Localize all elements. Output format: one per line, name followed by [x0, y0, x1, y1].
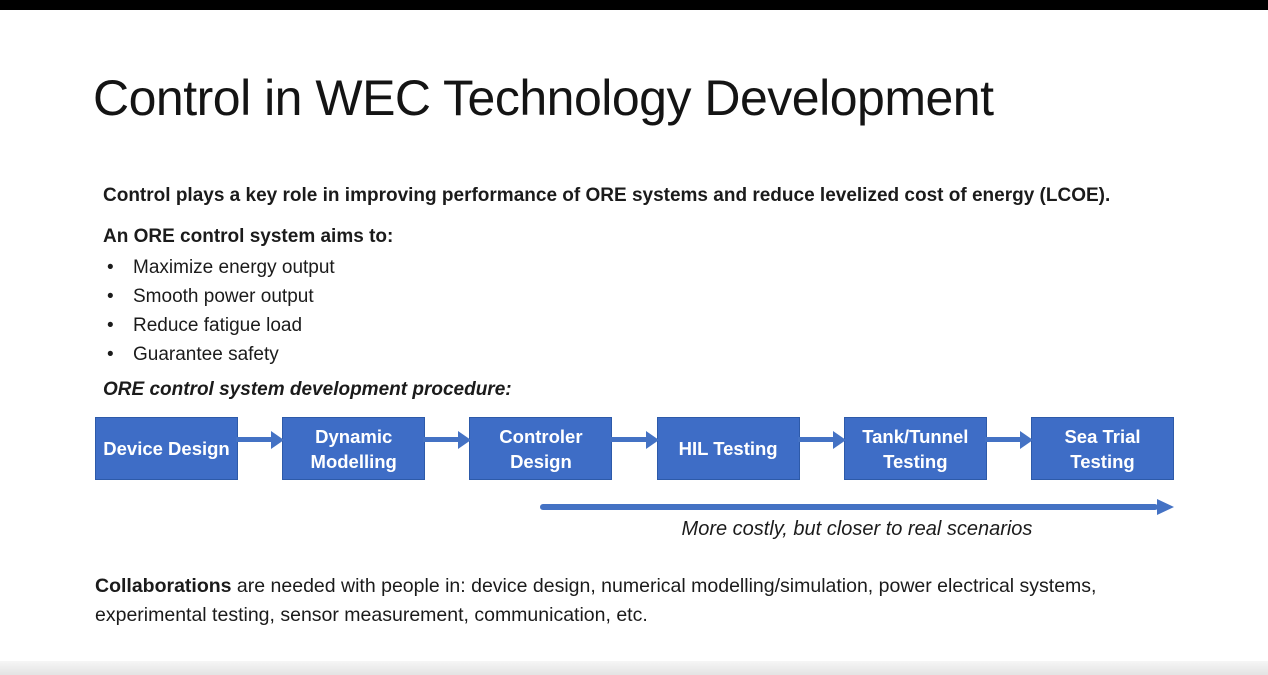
process-step-label: Dynamic Modelling [310, 425, 397, 472]
flow-arrow-icon [797, 417, 846, 480]
timeline-arrow-shaft [540, 504, 1158, 510]
player-bottom-bar [0, 661, 1268, 675]
process-step-label: Tank/Tunnel Testing [862, 425, 969, 472]
flow-arrow-icon [610, 417, 659, 480]
timeline-caption: More costly, but closer to real scenario… [681, 518, 1033, 540]
slide-title: Control in WEC Technology Development [93, 70, 994, 126]
process-step-box: Tank/Tunnel Testing [843, 417, 987, 480]
process-step-box: Dynamic Modelling [282, 417, 426, 480]
procedure-heading: ORE control system development procedure… [103, 379, 512, 400]
process-step-box: Sea Trial Testing [1031, 417, 1175, 480]
process-step-label: Sea Trial Testing [1064, 425, 1141, 472]
process-step-box: Device Design [95, 417, 238, 480]
collaboration-text: are needed with people in: device design… [95, 575, 1097, 626]
collaboration-paragraph: Collaborations are needed with people in… [95, 572, 1147, 630]
flow-arrow-icon [984, 417, 1034, 480]
flow-arrow-icon [423, 417, 472, 480]
aim-bullet-item: Reduce fatigue load [100, 311, 335, 340]
aim-bullet-item: Smooth power output [100, 282, 335, 311]
timeline-arrow-head [1157, 499, 1174, 515]
cost-timeline-arrow-icon [540, 499, 1174, 515]
intro-statement: Control plays a key role in improving pe… [103, 185, 1111, 206]
process-step-box: Controler Design [469, 417, 613, 480]
process-step-box: HIL Testing [656, 417, 800, 480]
process-step-label: Controler Design [499, 425, 583, 472]
collaboration-keyword: Collaborations [95, 575, 232, 597]
letterbox-top-bar [0, 0, 1268, 10]
aims-heading: An ORE control system aims to: [103, 226, 394, 247]
aim-bullet-item: Guarantee safety [100, 340, 335, 369]
development-procedure-flowchart: Device Design Dynamic Modelling Controler … [95, 417, 1175, 480]
aims-bullet-list: Maximize energy outputSmooth power outpu… [100, 253, 335, 369]
aim-bullet-item: Maximize energy output [100, 253, 335, 282]
process-step-label: Device Design [103, 438, 230, 459]
process-step-label: HIL Testing [678, 438, 778, 459]
flow-arrow-icon [236, 417, 285, 480]
